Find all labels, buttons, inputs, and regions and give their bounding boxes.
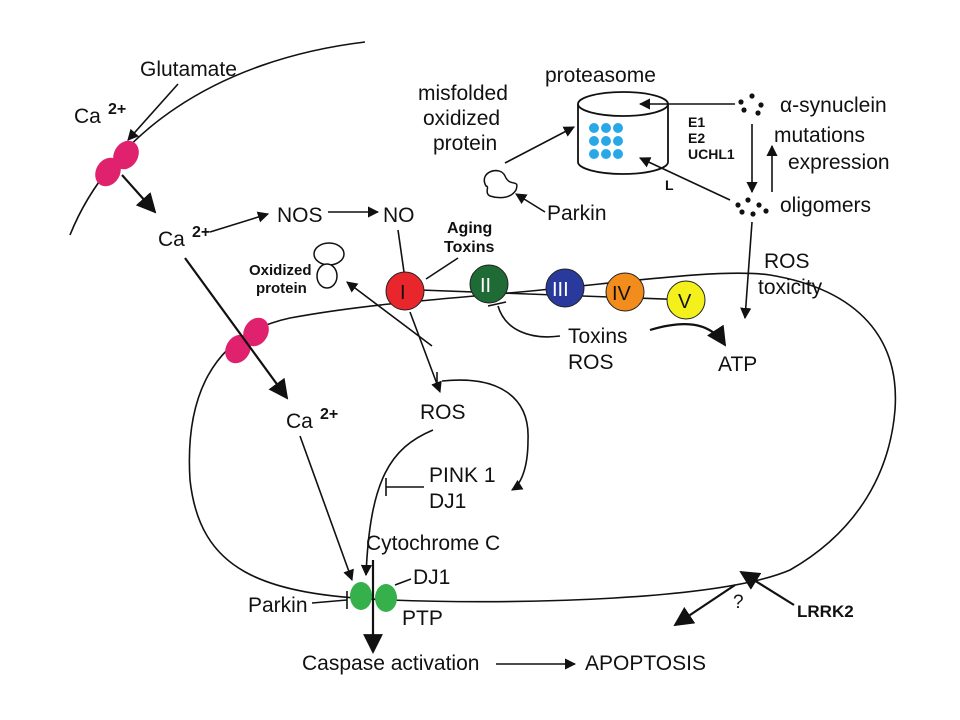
complex-i	[385, 271, 425, 311]
glutamate-label: Glutamate	[140, 58, 237, 81]
oligomers-to-proteasome-arrow	[638, 157, 731, 201]
ca-to-mito-arrow	[184, 257, 289, 400]
complex-iii	[545, 268, 585, 308]
synuclein-dots	[738, 93, 764, 116]
uchl1-label: UCHL1	[688, 146, 735, 162]
toxins-inhibit-complex-ii	[497, 305, 561, 338]
complex-ii-label: II	[480, 275, 491, 297]
proteasome-label: proteasome	[545, 64, 656, 87]
ptp-pore-a	[350, 582, 372, 610]
ca-top-label: Ca	[74, 105, 101, 128]
complex-iii-label: III	[552, 279, 569, 301]
misfolded-oxidized-label: oxidized	[423, 107, 500, 130]
oxidized-protein-label: protein	[256, 280, 307, 297]
dj1-mid-label: DJ1	[429, 490, 466, 513]
complex-iv	[605, 272, 645, 312]
ros-center-label: ROS	[420, 401, 466, 424]
atp-label: ATP	[718, 353, 757, 376]
ptp-pore-b	[375, 584, 397, 612]
complex-iv-label: IV	[612, 283, 632, 305]
aging-label: Aging	[447, 220, 492, 237]
ros-to-oxidized-arrow	[346, 281, 433, 347]
proteasome-barrel	[577, 104, 669, 175]
ca-low-superscript: 2+	[320, 406, 338, 423]
oxidized-protein-blob-a	[313, 242, 345, 266]
nos-label: NOS	[277, 204, 323, 227]
ros-mid-label: ROS	[568, 351, 614, 374]
misfolded-protein-label: protein	[433, 132, 497, 155]
complex-i-label: I	[400, 282, 406, 304]
parkin-top-label: Parkin	[547, 202, 607, 225]
toxicity-label: toxicity	[758, 276, 823, 299]
ptp-label: PTP	[402, 607, 443, 630]
ca-top-superscript: 2+	[108, 101, 126, 118]
cell-membrane	[69, 41, 366, 236]
oxidized-protein-blob-b	[316, 263, 338, 289]
mutations-label: mutations	[774, 124, 865, 147]
l-label: L	[665, 177, 674, 193]
ros-toxicity-label: ROS	[764, 250, 810, 273]
parkin-to-protein-arrow	[515, 193, 546, 213]
aging-inhibits-complex-i	[425, 257, 459, 280]
e1-label: E1	[688, 114, 705, 130]
dj1-low-label: DJ1	[413, 566, 450, 589]
apoptosis-label: APOPTOSIS	[585, 652, 706, 675]
ca-low-label: Ca	[286, 410, 313, 433]
mitochondrion-membrane	[188, 272, 897, 603]
oligomer-dots	[735, 197, 769, 217]
complex-ii	[469, 264, 509, 304]
no-inhibits-complex-i	[397, 229, 405, 273]
toxins-mid-label: Toxins	[568, 325, 628, 348]
lrrk2-arrow	[739, 570, 795, 606]
oligomers-label: oligomers	[780, 194, 871, 217]
cytochrome-label: Cytochrome C	[366, 532, 500, 555]
ca-mid-superscript: 2+	[192, 224, 210, 241]
expression-label: expression	[788, 151, 890, 174]
caspase-label: Caspase activation	[302, 652, 479, 675]
lrrk2-question-arrow	[673, 584, 736, 627]
misfolded-protein-shape	[483, 169, 518, 199]
calcium-channel-top-a	[113, 140, 139, 170]
toxins-top-label: Toxins	[444, 239, 494, 256]
misfolded-label: misfolded	[418, 82, 508, 105]
proteasome-dots	[589, 123, 623, 159]
oligomers-to-mito-arrow	[740, 221, 753, 320]
pink1-feedback-arrow	[441, 379, 529, 491]
lrrk2-label: LRRK2	[797, 602, 854, 621]
glutamate-arrow	[127, 83, 179, 141]
e2-label: E2	[688, 130, 705, 146]
question-label: ?	[733, 592, 744, 613]
ca-to-nos-arrow	[209, 211, 270, 233]
calcium-channel-mito-b	[225, 334, 251, 364]
parkin-inhibit-line	[311, 599, 348, 604]
atp-arrow	[649, 323, 727, 347]
ca-to-ptp-arrow	[299, 435, 354, 582]
toxins-inhibit-bar	[487, 301, 507, 307]
calcium-channel-top-b	[95, 157, 121, 187]
complex-v	[666, 280, 706, 320]
complex-i-to-ros-arrow	[409, 311, 442, 394]
parkin-low-label: Parkin	[248, 594, 308, 617]
oxidized-label: Oxidized	[249, 262, 312, 279]
ca-mid-label: Ca	[158, 228, 185, 251]
ca-influx-arrow	[121, 174, 157, 214]
synuclein-label: α-synuclein	[780, 94, 887, 117]
misfolded-to-proteasome-arrow	[504, 126, 575, 164]
complex-v-label: V	[678, 291, 692, 313]
ros-to-ptp-line	[360, 429, 434, 577]
calcium-channel-mito-a	[243, 317, 269, 347]
pink1-label: PINK 1	[429, 464, 496, 487]
dj1-low-link	[394, 578, 412, 586]
no-label: NO	[383, 204, 415, 227]
